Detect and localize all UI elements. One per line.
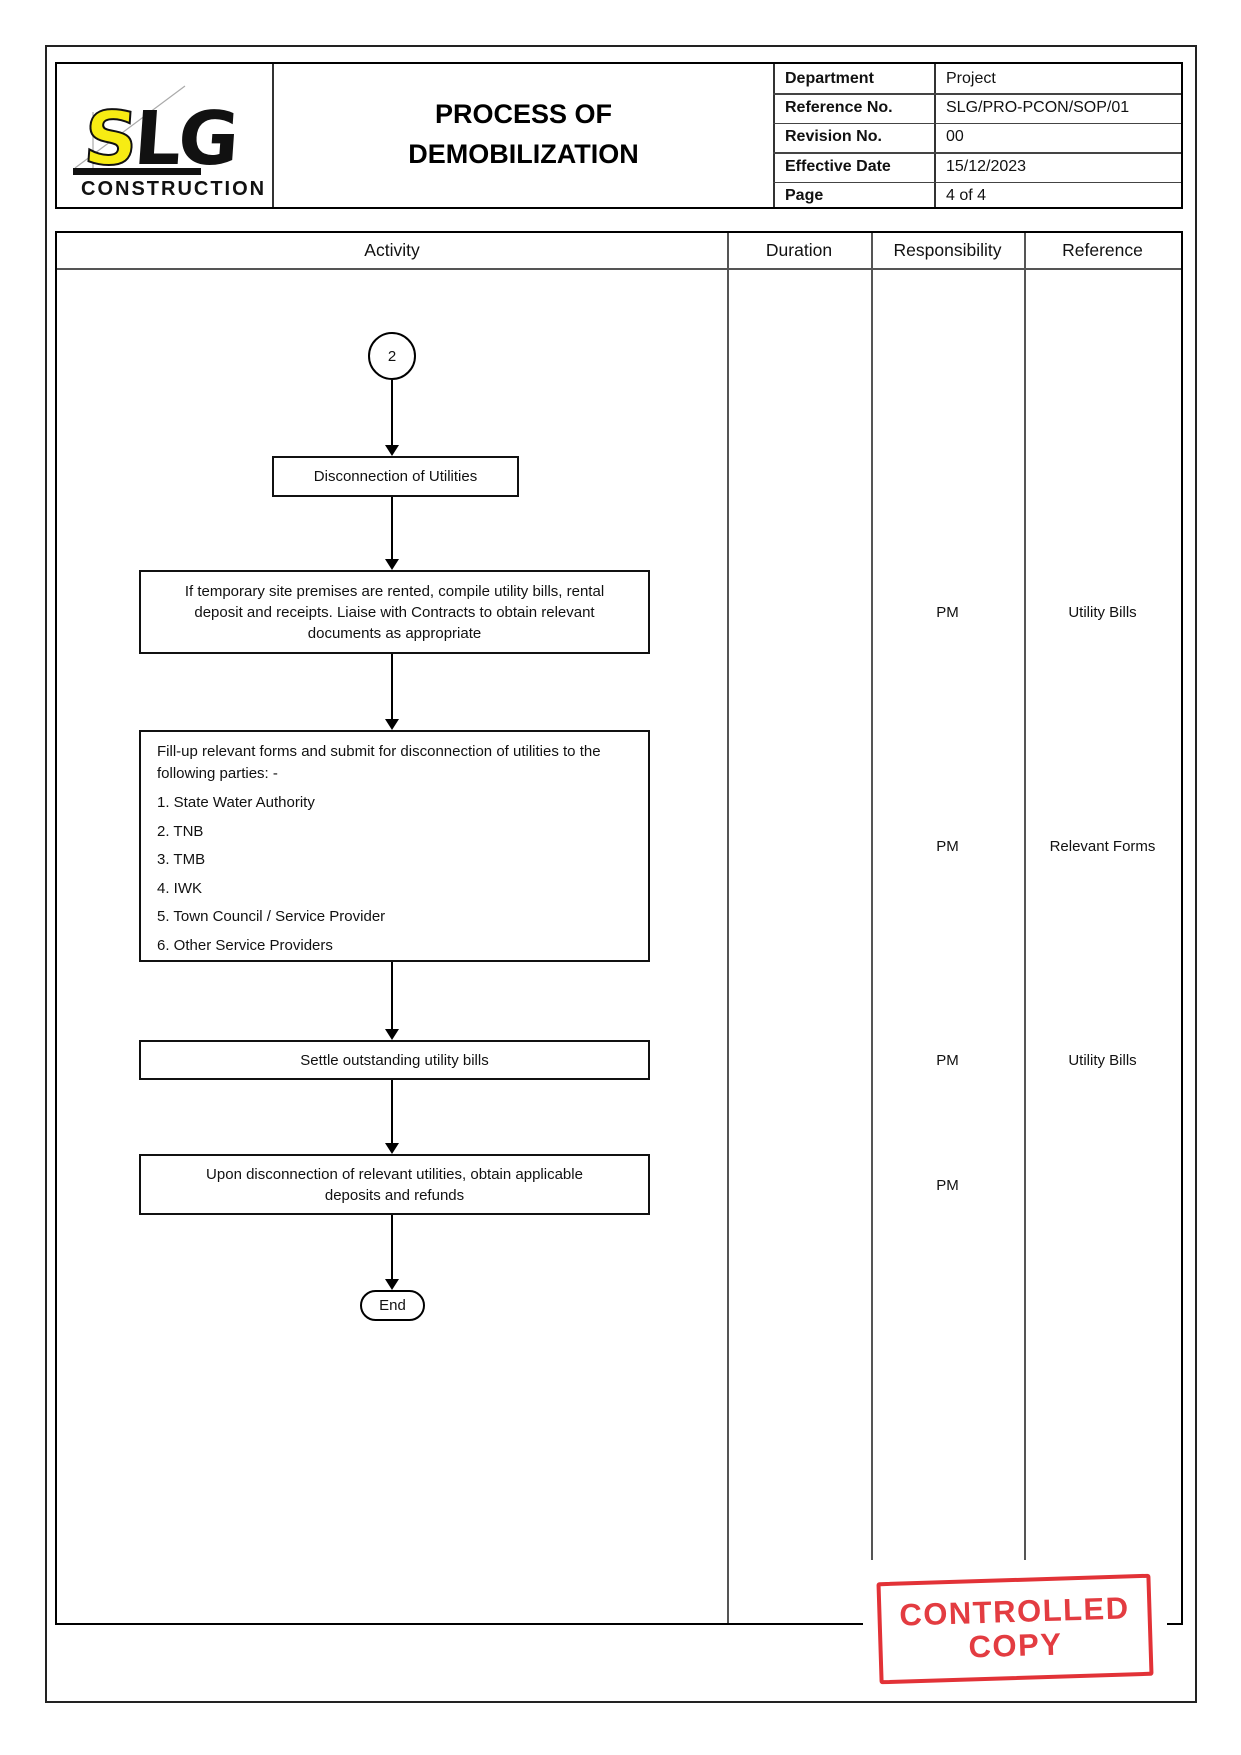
flow-step-fill-up-forms: Fill-up relevant forms and submit for di…	[139, 730, 650, 962]
header-row-line	[57, 268, 1181, 270]
responsibility-value: PM	[936, 1051, 959, 1069]
header-row-line	[773, 122, 1181, 125]
field-value-reference-no: SLG/PRO-PCON/SOP/01	[946, 99, 1130, 117]
field-label-page: Page	[785, 187, 824, 205]
page-title-line1: PROCESS OF	[434, 99, 613, 129]
flow-step-settle-bills: Settle outstanding utility bills	[139, 1040, 650, 1080]
field-label-revision-no: Revision No.	[785, 128, 882, 146]
column-header-duration: Duration	[765, 240, 833, 260]
flow-arrow	[384, 962, 400, 1040]
responsibility-value: PM	[936, 837, 959, 855]
logo-letter-s: S	[81, 96, 140, 182]
column-header-activity: Activity	[364, 240, 420, 260]
field-value-revision-no: 00	[946, 128, 964, 146]
stamp-text-line2: COPY	[968, 1626, 1063, 1665]
logo-letter-g: G	[175, 96, 242, 182]
reference-value: Relevant Forms	[1049, 837, 1156, 855]
flow-arrow	[384, 497, 400, 570]
field-value-department: Project	[946, 69, 996, 87]
field-value-page: 4 of 4	[946, 187, 987, 205]
logo-letter-l: L	[131, 96, 184, 182]
flow-list-item: 3. TMB	[157, 851, 206, 868]
flow-end-node: End	[360, 1290, 425, 1321]
header-divider	[934, 64, 936, 207]
company-logo-icon: S L G CONSTRUCTION	[73, 85, 266, 200]
flow-arrow	[384, 1080, 400, 1154]
flow-connector-node: 2	[368, 332, 416, 380]
page-title-line2: DEMOBILIZATION	[408, 139, 639, 169]
header-divider	[773, 64, 775, 207]
flow-step-forms-intro: Fill-up relevant forms and submit for di…	[157, 743, 601, 782]
column-divider	[1024, 233, 1026, 1623]
responsibility-value: PM	[936, 1176, 959, 1194]
header-row-line	[773, 181, 1181, 184]
field-label-department: Department	[785, 69, 874, 87]
field-value-effective-date: 15/12/2023	[946, 157, 1027, 175]
procedure-table: Activity Duration Responsibility Referen…	[55, 231, 1183, 1625]
flow-step-disconnection-of-utilities: Disconnection of Utilities	[272, 456, 519, 497]
page-title: PROCESS OF DEMOBILIZATION	[274, 94, 773, 174]
field-label-reference-no: Reference No.	[785, 99, 893, 117]
flow-step-compile-utility-bills: If temporary site premises are rented, c…	[139, 570, 650, 654]
header-divider	[272, 64, 274, 207]
header-row-line	[773, 152, 1181, 154]
flow-arrow	[384, 380, 400, 456]
logo-underline	[73, 168, 201, 175]
flow-arrow	[384, 1215, 400, 1290]
logo-subtitle: CONSTRUCTION	[81, 178, 266, 200]
reference-value: Utility Bills	[1068, 603, 1137, 621]
flow-list-item: 6. Other Service Providers	[157, 936, 333, 954]
controlled-copy-stamp: CONTROLLED COPY	[863, 1560, 1167, 1695]
responsibility-value: PM	[936, 603, 959, 621]
column-divider	[871, 233, 873, 1623]
column-header-responsibility: Responsibility	[893, 240, 1002, 260]
flow-arrow	[384, 654, 400, 730]
document-header: S L G CONSTRUCTION PROCESS OF DEMOBILIZA…	[55, 62, 1183, 209]
stamp-text-line1: CONTROLLED	[898, 1590, 1131, 1633]
header-row-line	[773, 93, 1181, 95]
page-border	[45, 45, 1197, 1703]
column-header-reference: Reference	[1062, 240, 1143, 260]
flow-list-item: 1. State Water Authority	[157, 794, 315, 811]
flow-list-item: 4. IWK	[157, 879, 203, 897]
field-label-effective-date: Effective Date	[785, 157, 891, 175]
column-divider	[727, 233, 729, 1623]
flow-connector-label: 2	[387, 347, 397, 365]
reference-value: Utility Bills	[1068, 1051, 1137, 1069]
stamp-border: CONTROLLED COPY	[876, 1573, 1154, 1685]
flow-step-obtain-deposits: Upon disconnection of relevant utilities…	[139, 1154, 650, 1215]
flow-list-item: 2. TNB	[157, 822, 204, 840]
flow-list-item: 5. Town Council / Service Provider	[157, 908, 386, 925]
